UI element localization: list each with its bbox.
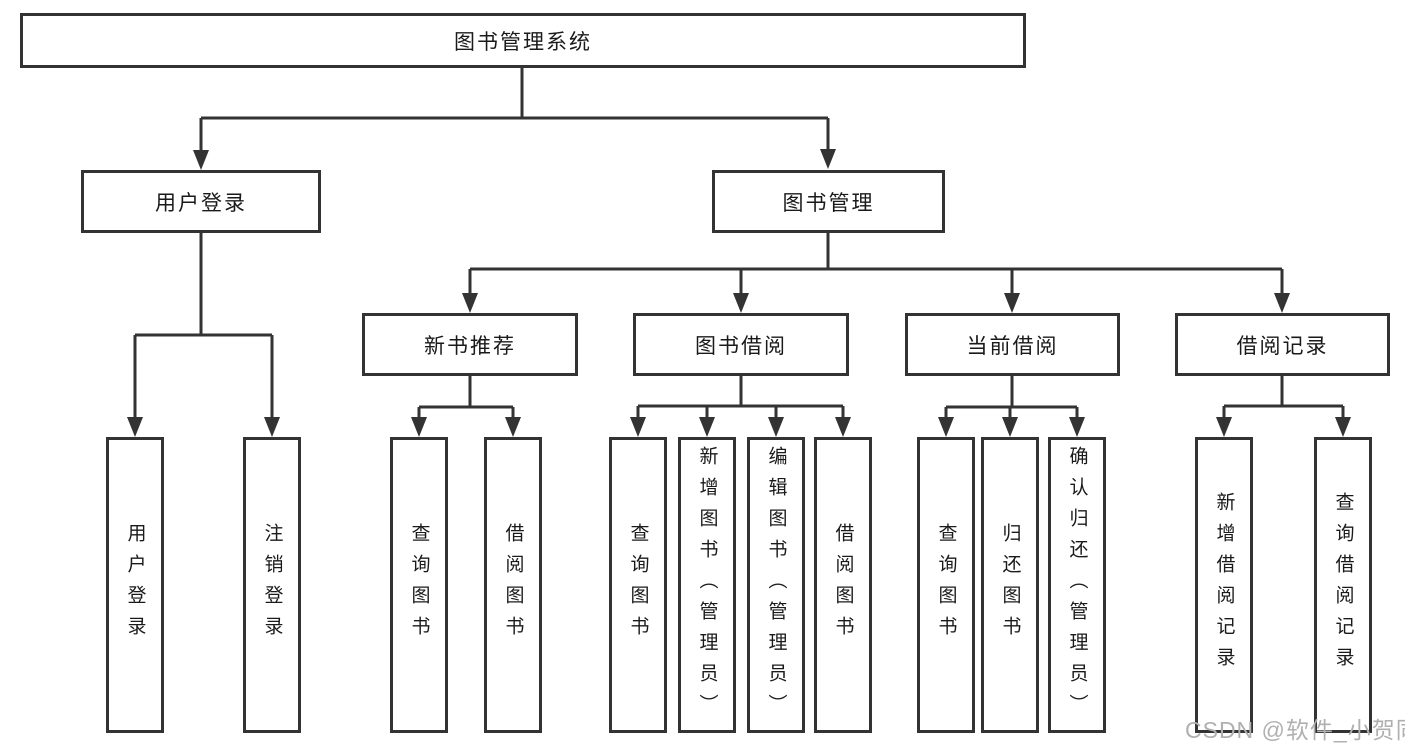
csdn-watermark: CSDN @软件_小贺同学 bbox=[1185, 717, 1405, 743]
leaf-confirm-return-admin: 确认归还（管理员） bbox=[1048, 437, 1106, 733]
connector-userlogin-to-leaves bbox=[133, 233, 274, 419]
node-new-book-recommend: 新书推荐 bbox=[362, 313, 578, 376]
leaf-user-login: 用户登录 bbox=[106, 437, 164, 733]
arrowhead-down-icon bbox=[1069, 417, 1085, 437]
arrowhead-down-icon bbox=[505, 417, 521, 437]
arrowhead-down-icon bbox=[835, 417, 851, 437]
leaf-logout: 注销登录 bbox=[243, 437, 301, 733]
arrowhead-down-icon bbox=[630, 417, 646, 437]
leaf-query-borrow-record: 查询借阅记录 bbox=[1314, 437, 1372, 733]
arrowhead-down-icon bbox=[462, 293, 478, 313]
arrowheads-borrowrecords bbox=[1216, 417, 1351, 437]
arrowhead-down-icon bbox=[1216, 417, 1232, 437]
node-borrow-records: 借阅记录 bbox=[1175, 313, 1390, 376]
leaf-add-borrow-record: 新增借阅记录 bbox=[1195, 437, 1253, 733]
connector-currentborrow-to-leaves bbox=[944, 376, 1079, 420]
arrowheads-level2 bbox=[193, 149, 836, 170]
arrowheads-bookborrow bbox=[630, 417, 851, 437]
arrowhead-down-icon bbox=[1335, 417, 1351, 437]
leaf-query-books-current: 查询图书 bbox=[917, 437, 975, 733]
node-root: 图书管理系统 bbox=[20, 13, 1026, 68]
connector-bookmgmt-to-level3 bbox=[468, 233, 1284, 295]
node-current-borrow: 当前借阅 bbox=[905, 313, 1120, 376]
leaf-borrow-books-recommend: 借阅图书 bbox=[484, 437, 542, 733]
arrowhead-down-icon bbox=[1274, 293, 1290, 313]
arrowhead-down-icon bbox=[733, 293, 749, 313]
leaf-add-books-admin: 新增图书（管理员） bbox=[678, 437, 736, 733]
arrowhead-down-icon bbox=[938, 417, 954, 437]
leaf-query-books-borrow: 查询图书 bbox=[609, 437, 667, 733]
connector-newbook-to-leaves bbox=[417, 376, 515, 420]
arrowhead-down-icon bbox=[193, 150, 209, 170]
leaf-query-books-recommend: 查询图书 bbox=[390, 437, 448, 733]
leaf-edit-books-admin: 编辑图书（管理员） bbox=[747, 437, 805, 733]
arrowheads-userlogin bbox=[127, 417, 280, 437]
arrowheads-currentborrow bbox=[938, 417, 1085, 437]
node-book-borrow: 图书借阅 bbox=[633, 313, 849, 376]
connector-bookborrow-to-leaves bbox=[636, 376, 845, 420]
node-user-login: 用户登录 bbox=[81, 170, 321, 233]
leaf-borrow-books: 借阅图书 bbox=[814, 437, 872, 733]
arrowhead-down-icon bbox=[699, 417, 715, 437]
node-book-management: 图书管理 bbox=[712, 170, 945, 233]
arrowhead-down-icon bbox=[1002, 417, 1018, 437]
connector-borrowrecords-to-leaves bbox=[1222, 376, 1345, 420]
arrowhead-down-icon bbox=[768, 417, 784, 437]
arrowhead-down-icon bbox=[127, 417, 143, 437]
arrowheads-level3 bbox=[462, 293, 1290, 313]
arrowhead-down-icon bbox=[411, 417, 427, 437]
leaf-return-books: 归还图书 bbox=[981, 437, 1039, 733]
arrowheads-newbook bbox=[411, 417, 521, 437]
arrowhead-down-icon bbox=[1004, 293, 1020, 313]
connector-root-to-level2 bbox=[199, 66, 830, 152]
arrowhead-down-icon bbox=[264, 417, 280, 437]
arrowhead-down-icon bbox=[820, 149, 836, 169]
